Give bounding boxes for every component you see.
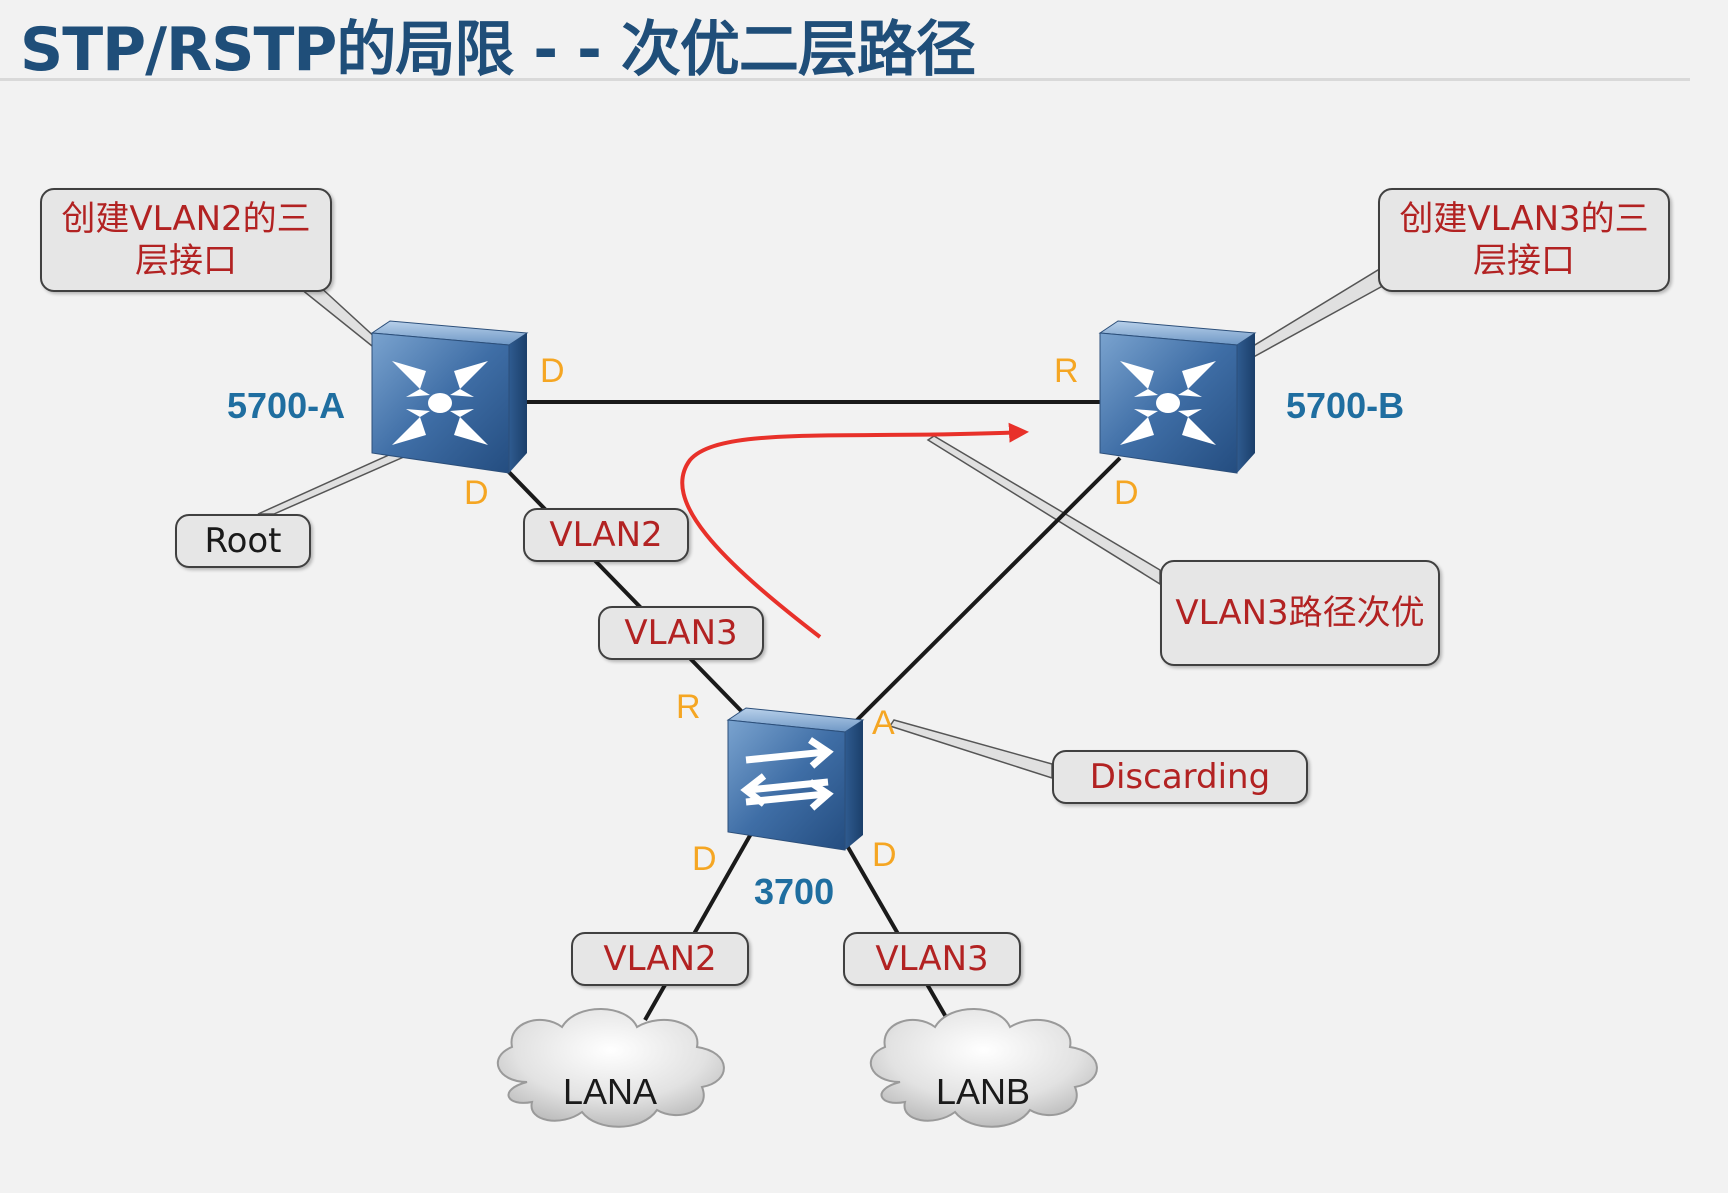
lan-b-cloud-icon: [869, 1008, 1098, 1128]
port-role-access-top-right: A: [872, 704, 895, 742]
link-a-access: [503, 466, 752, 722]
port-role-access-bottom-left: D: [692, 840, 717, 878]
device-name-3700: 3700: [754, 871, 835, 912]
callout-pointer: [1238, 269, 1392, 361]
port-role-a-right: D: [540, 352, 565, 390]
cloud-label-lanb: LANB: [935, 1071, 1031, 1112]
callout-b-vlanif: 创建VLAN3的三层接口: [1378, 188, 1670, 292]
port-role-b-bottom: D: [1114, 474, 1139, 512]
callout-root: Root: [175, 514, 311, 568]
core-switch-icon: [370, 320, 529, 474]
link-access-lana: [643, 831, 754, 1021]
lan-a-cloud-icon: [496, 1008, 725, 1128]
slide-title: STP/RSTP的局限 - - 次优二层路径: [20, 15, 976, 85]
callout-pointer: [293, 284, 380, 348]
link-label-down-vlan2: VLAN2: [571, 932, 749, 986]
callout-a-vlanif: 创建VLAN2的三层接口: [40, 188, 332, 292]
device-name-5700-b: 5700-B: [1286, 385, 1405, 426]
link-label-down-vlan3: VLAN3: [843, 932, 1021, 986]
core-switch-icon: [1098, 320, 1257, 474]
link-label-uplink-vlan3: VLAN3: [598, 606, 764, 660]
port-role-a-bottom: D: [464, 474, 489, 512]
suboptimal-path-arrow: [680, 422, 1029, 639]
title-divider: [0, 78, 1690, 81]
cloud-label-lana: LANA: [562, 1071, 658, 1112]
port-role-b-left: R: [1054, 352, 1079, 390]
link-b-access: [843, 456, 1122, 734]
callout-pointer: [888, 719, 1053, 780]
device-name-5700-a: 5700-A: [227, 385, 346, 426]
port-role-access-bottom-right: D: [872, 836, 897, 874]
callout-suboptimal: VLAN3路径次优: [1160, 560, 1440, 666]
callout-discarding: Discarding: [1052, 750, 1308, 804]
callout-pointer: [257, 449, 408, 515]
link-label-uplink-vlan2: VLAN2: [523, 508, 689, 562]
access-switch-icon: [726, 707, 865, 851]
port-role-access-top-left: R: [676, 688, 701, 726]
